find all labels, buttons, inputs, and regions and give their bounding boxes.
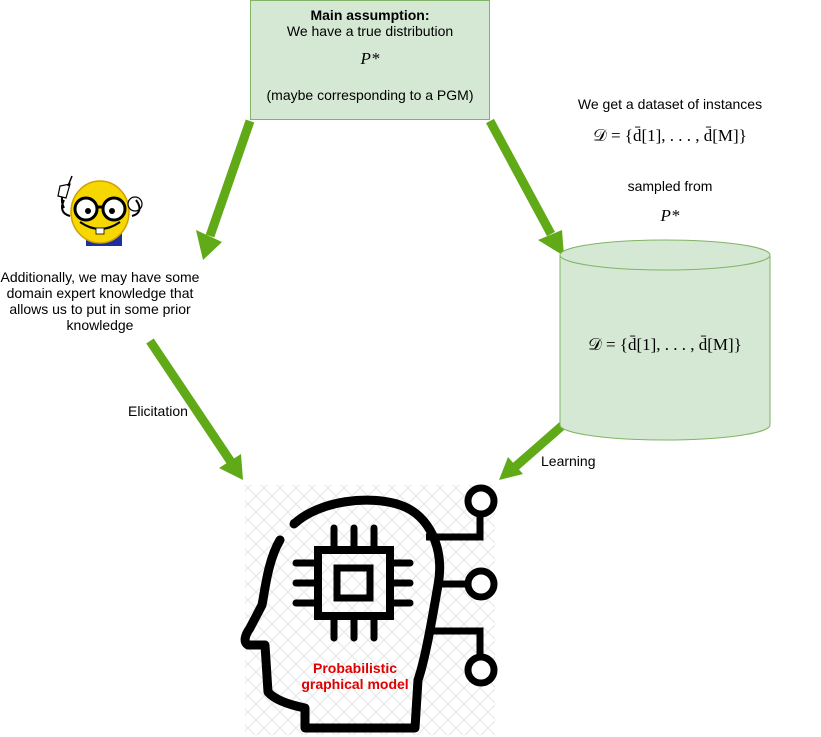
elicitation-label: Elicitation [128,403,188,419]
model-label: Probabilistic graphical model [285,660,425,692]
arrow-assumption-to-expert [196,119,255,260]
dataset-note-math2: P* [660,206,680,225]
arrow-dataset-to-model [499,421,566,480]
cylinder-math: 𝒟 = {d̄[1], . . . , d̄[M]} [588,335,742,354]
dataset-note-line1: We get a dataset of instances [577,96,763,112]
ai-head-chip-icon [240,484,498,735]
model-label-line1: Probabilistic [312,660,398,676]
assumption-box: Main assumption: We have a true distribu… [250,0,490,120]
assumption-line1: We have a true distribution [286,23,454,39]
dataset-note-math1: 𝒟 = {d̄[1], . . . , d̄[M]} [593,126,747,145]
assumption-line2: (maybe corresponding to a PGM) [266,87,474,103]
arrow-expert-to-model [146,338,243,480]
expert-note: Additionally, we may have some domain ex… [0,269,200,333]
learning-label: Learning [541,453,596,469]
assumption-title: Main assumption: [310,7,430,23]
dataset-cylinder [559,239,771,441]
dataset-note-line2: sampled from [627,178,713,194]
nerd-smiley-icon [57,175,143,246]
assumption-math: P* [360,49,380,68]
model-label-line2: graphical model [301,676,409,692]
arrow-assumption-to-dataset [486,118,564,256]
